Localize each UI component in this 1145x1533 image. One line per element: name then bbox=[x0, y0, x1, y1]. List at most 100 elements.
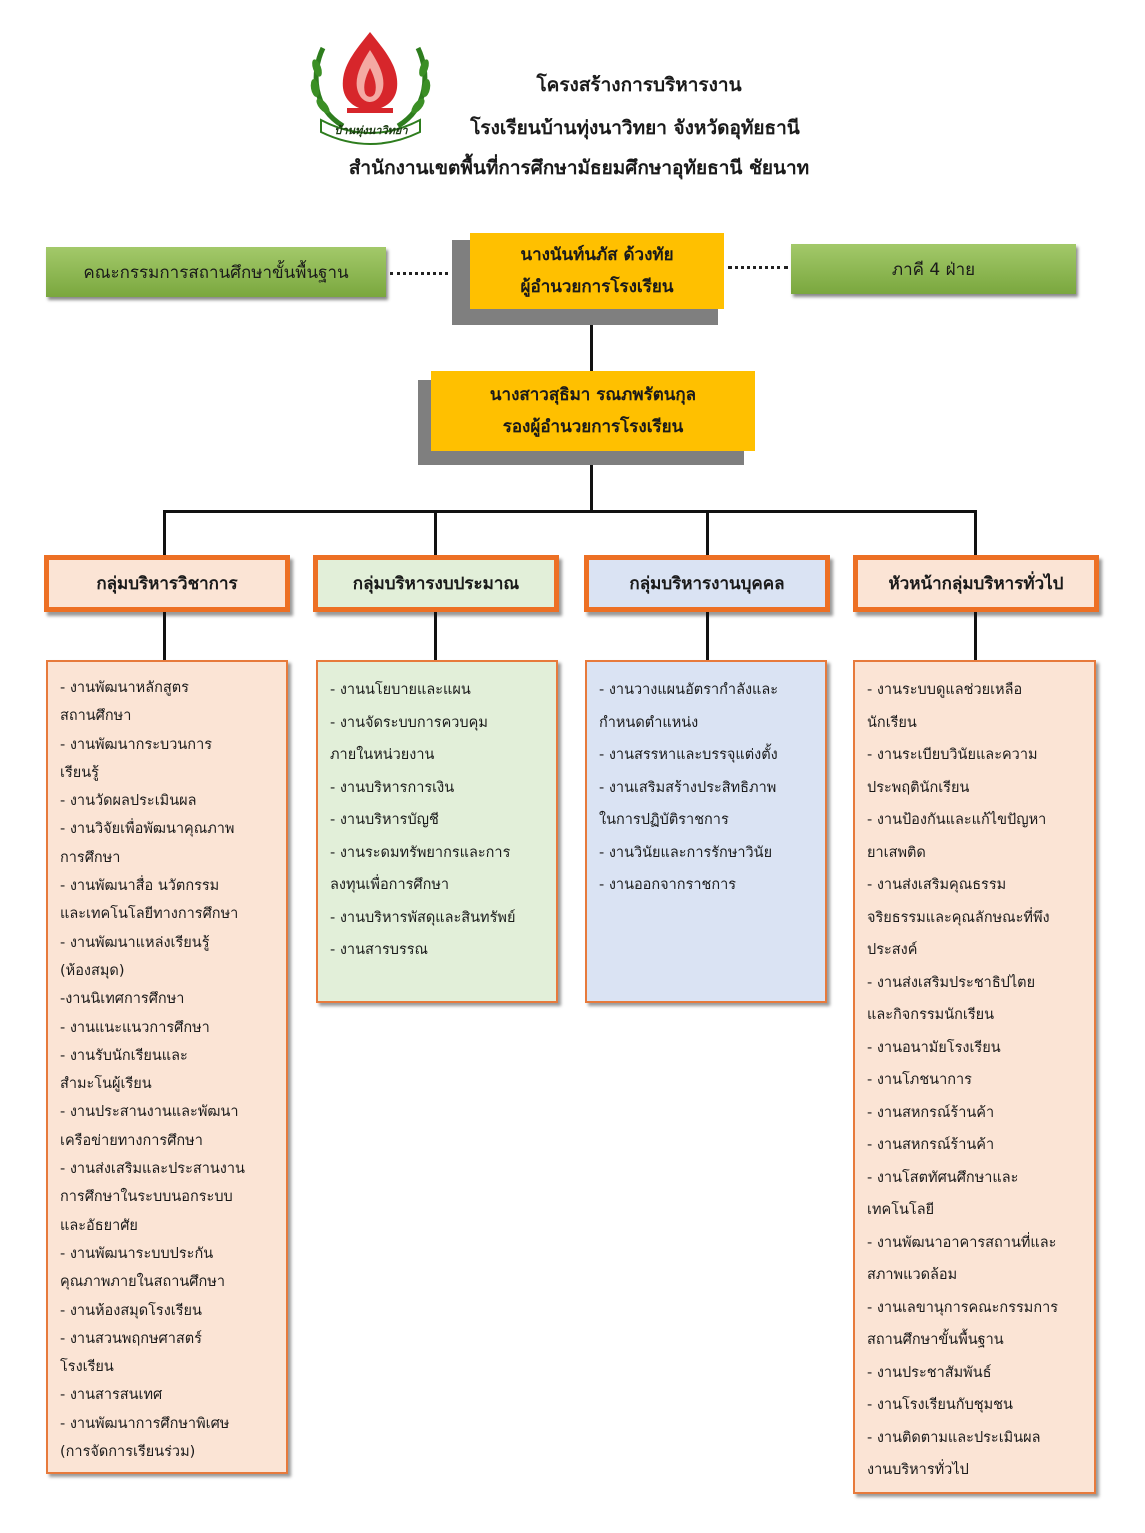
list-item-line: และกิจกรรมนักเรียน bbox=[867, 1007, 995, 1023]
list-item-line: - งานโภชนาการ bbox=[867, 1072, 972, 1088]
connector-branch-1 bbox=[163, 510, 166, 556]
list-item-line: การศึกษาในระบบนอกระบบ bbox=[60, 1189, 233, 1206]
group-header-general: หัวหน้ากลุ่มบริหารทั่วไป bbox=[853, 555, 1099, 612]
connector-list-1 bbox=[163, 612, 166, 660]
title-line-3: สำนักงานเขตพื้นที่การศึกษามัธยมศึกษาอุทั… bbox=[348, 157, 810, 179]
list-item-line: - งานเสริมสร้างประสิทธิภาพ bbox=[599, 779, 777, 796]
group-header-academic: กลุ่มบริหารวิชาการ bbox=[44, 555, 290, 612]
list-item: - งานสหกรณ์ร้านค้า bbox=[867, 1129, 1086, 1162]
list-item-line: สถานศึกษา bbox=[60, 708, 132, 725]
list-item: - งานสวนพฤกษศาสตร์โรงเรียน bbox=[60, 1325, 278, 1382]
list-item-line: - งานบริหารพัสดุและสินทรัพย์ bbox=[330, 909, 516, 926]
list-item: - งานส่งเสริมคุณธรรมจริยธรรมและคุณลักษณะ… bbox=[867, 869, 1086, 967]
director-name: นางนันท์นภัส ด้วงทัย bbox=[520, 245, 674, 265]
list-item-line: - งานวิจัยเพื่อพัฒนาคุณภาพ bbox=[60, 821, 235, 838]
list-item: - งานพัฒนาการศึกษาพิเศษ(การจัดการเรียนร่… bbox=[60, 1410, 278, 1467]
list-item-line: - งานสหกรณ์ร้านค้า bbox=[867, 1137, 995, 1153]
list-item: - งานประสานงานและพัฒนาเครือข่ายทางการศึก… bbox=[60, 1098, 278, 1155]
title-line-2: โรงเรียนบ้านทุ่งนาวิทยา จังหวัดอุทัยธานี bbox=[470, 117, 800, 139]
list-item-line: - งานส่งเสริมและประสานงาน bbox=[60, 1161, 245, 1178]
list-item-line: และเทคโนโลยีทางการศึกษา bbox=[60, 906, 239, 923]
list-item: -งานนิเทศการศึกษา bbox=[60, 985, 278, 1013]
list-item: - งานติดตามและประเมินผลงานบริหารทั่วไป bbox=[867, 1422, 1086, 1487]
list-item-line: - งานระดมทรัพยากรและการ bbox=[330, 844, 511, 861]
logo-lettering: บ้านทุ่งนาวิทยา bbox=[334, 124, 408, 137]
director-position: ผู้อำนวยการโรงเรียน bbox=[520, 277, 674, 297]
list-item-line: - งานส่งเสริมคุณธรรม bbox=[867, 877, 1007, 893]
list-item-line: เครือข่ายทางการศึกษา bbox=[60, 1132, 203, 1149]
list-item-line: - งานป้องกันและแก้ไขปัญหา bbox=[867, 812, 1047, 828]
list-item-line: - งานสารสนเทศ bbox=[60, 1387, 163, 1404]
task-list-academic: - งานพัฒนาหลักสูตรสถานศึกษา- งานพัฒนากระ… bbox=[46, 660, 288, 1474]
list-item: - งานพัฒนาสื่อ นวัตกรรมและเทคโนโลยีทางกา… bbox=[60, 872, 278, 929]
list-item: - งานระเบียบวินัยและความประพฤตินักเรียน bbox=[867, 739, 1086, 804]
list-item-line: ประพฤตินักเรียน bbox=[867, 779, 970, 796]
committee-label: คณะกรรมการสถานศึกษาขั้นพื้นฐาน bbox=[83, 262, 349, 283]
list-item: - งานพัฒนาแหล่งเรียนรู้(ห้องสมุด) bbox=[60, 929, 278, 986]
list-item: - งานโภชนาการ bbox=[867, 1064, 1086, 1097]
list-item-line: - งานส่งเสริมประชาธิปไตย bbox=[867, 974, 1036, 991]
list-item-line: ยาเสพติด bbox=[867, 844, 926, 861]
list-item: - งานป้องกันและแก้ไขปัญหายาเสพติด bbox=[867, 804, 1086, 869]
task-list-personnel: - งานวางแผนอัตรากำลังและกำหนดตำแหน่ง- งา… bbox=[585, 660, 827, 1003]
school-logo: บ้านทุ่งนาวิทยา bbox=[303, 28, 438, 148]
list-item-line: - งานระบบดูแลช่วยเหลือ bbox=[867, 682, 1023, 698]
list-item-line: คุณภาพภายในสถานศึกษา bbox=[60, 1274, 225, 1291]
list-item: - งานเลขานุการคณะกรรมการสถานศึกษาขั้นพื้… bbox=[867, 1292, 1086, 1357]
list-item: - งานพัฒนาหลักสูตรสถานศึกษา bbox=[60, 674, 278, 731]
list-item-line: - งานโสตทัศนศึกษาและ bbox=[867, 1169, 1019, 1186]
flame-emblem-icon bbox=[310, 32, 431, 145]
list-item: - งานอนามัยโรงเรียน bbox=[867, 1032, 1086, 1065]
list-item: - งานวินัยและการรักษาวินัย bbox=[599, 837, 817, 870]
list-item-line: ในการปฏิบัติราชการ bbox=[599, 812, 729, 828]
list-item: - งานส่งเสริมประชาธิปไตยและกิจกรรมนักเรี… bbox=[867, 967, 1086, 1032]
list-item-line: - งานสวนพฤกษศาสตร์ bbox=[60, 1330, 202, 1347]
list-item: - งานพัฒนาระบบประกันคุณภาพภายในสถานศึกษา bbox=[60, 1240, 278, 1297]
list-item-line: เทคโนโลยี bbox=[867, 1202, 935, 1218]
list-item-line: - งานนโยบายและแผน bbox=[330, 682, 471, 698]
list-item-line: นักเรียน bbox=[867, 714, 917, 731]
list-item: - งานบริหารการเงิน bbox=[330, 772, 548, 805]
list-item-line: เรียนรู้ bbox=[60, 764, 99, 781]
task-list-budget: - งานนโยบายและแผน- งานจัดระบบการควบคุมภา… bbox=[316, 660, 558, 1003]
list-item: - งานห้องสมุดโรงเรียน bbox=[60, 1297, 278, 1325]
list-item-line: (การจัดการเรียนร่วม) bbox=[60, 1444, 196, 1461]
list-item: - งานประชาสัมพันธ์ bbox=[867, 1357, 1086, 1390]
connector-deputy-down bbox=[590, 465, 593, 511]
list-item-line: - งานประชาสัมพันธ์ bbox=[867, 1364, 992, 1381]
list-item-line: - งานพัฒนาระบบประกัน bbox=[60, 1245, 214, 1262]
list-item-line: - งานอนามัยโรงเรียน bbox=[867, 1039, 1001, 1056]
connector-list-2 bbox=[434, 612, 437, 660]
list-item-line: - งานติดตามและประเมินผล bbox=[867, 1429, 1041, 1446]
group-title-personnel: กลุ่มบริหารงานบุคคล bbox=[629, 574, 785, 594]
list-item-line: การศึกษา bbox=[60, 849, 121, 866]
list-item-line: - งานพัฒนากระบวนการ bbox=[60, 736, 213, 753]
list-item: - งานรับนักเรียนและสำมะโนผู้เรียน bbox=[60, 1042, 278, 1099]
list-item-line: - งานออกจากราชการ bbox=[599, 877, 737, 893]
list-item-line: งานบริหารทั่วไป bbox=[867, 1462, 969, 1478]
list-item-line: - งานสารบรรณ bbox=[330, 942, 428, 958]
group-header-personnel: กลุ่มบริหารงานบุคคล bbox=[584, 555, 830, 612]
list-item: - งานบริหารพัสดุและสินทรัพย์ bbox=[330, 902, 548, 935]
partners-box: ภาคี 4 ฝ่าย bbox=[791, 244, 1076, 294]
director-box: นางนันท์นภัส ด้วงทัย ผู้อำนวยการโรงเรียน bbox=[470, 233, 724, 309]
list-item-line: - งานพัฒนาสื่อ นวัตกรรม bbox=[60, 878, 220, 895]
list-item-line: - งานจัดระบบการควบคุม bbox=[330, 714, 488, 731]
list-item-line: - งานเลขานุการคณะกรรมการ bbox=[867, 1299, 1059, 1316]
list-item: - งานสารบรรณ bbox=[330, 934, 548, 967]
list-item: - งานพัฒนากระบวนการเรียนรู้ bbox=[60, 731, 278, 788]
list-item: - งานวัดผลประเมินผล bbox=[60, 787, 278, 815]
list-item: - งานระดมทรัพยากรและการลงทุนเพื่อการศึกษ… bbox=[330, 837, 548, 902]
list-item-line: - งานแนะแนวการศึกษา bbox=[60, 1019, 210, 1036]
list-item-line: - งานระเบียบวินัยและความ bbox=[867, 747, 1038, 763]
list-item: - งานวิจัยเพื่อพัฒนาคุณภาพการศึกษา bbox=[60, 815, 278, 872]
group-header-budget: กลุ่มบริหารงบประมาณ bbox=[313, 555, 559, 612]
list-item-line: - งานวินัยและการรักษาวินัย bbox=[599, 844, 773, 861]
list-item-line: สภาพแวดล้อม bbox=[867, 1267, 958, 1283]
list-item: - งานนโยบายและแผน bbox=[330, 674, 548, 707]
list-item-line: - งานรับนักเรียนและ bbox=[60, 1047, 188, 1064]
list-item: - งานสรรหาและบรรจุแต่งตั้ง bbox=[599, 739, 817, 772]
list-item-line: - งานพัฒนาหลักสูตร bbox=[60, 680, 189, 696]
connector-director-deputy bbox=[590, 325, 593, 372]
list-item-line: - งานบริหารการเงิน bbox=[330, 779, 455, 796]
